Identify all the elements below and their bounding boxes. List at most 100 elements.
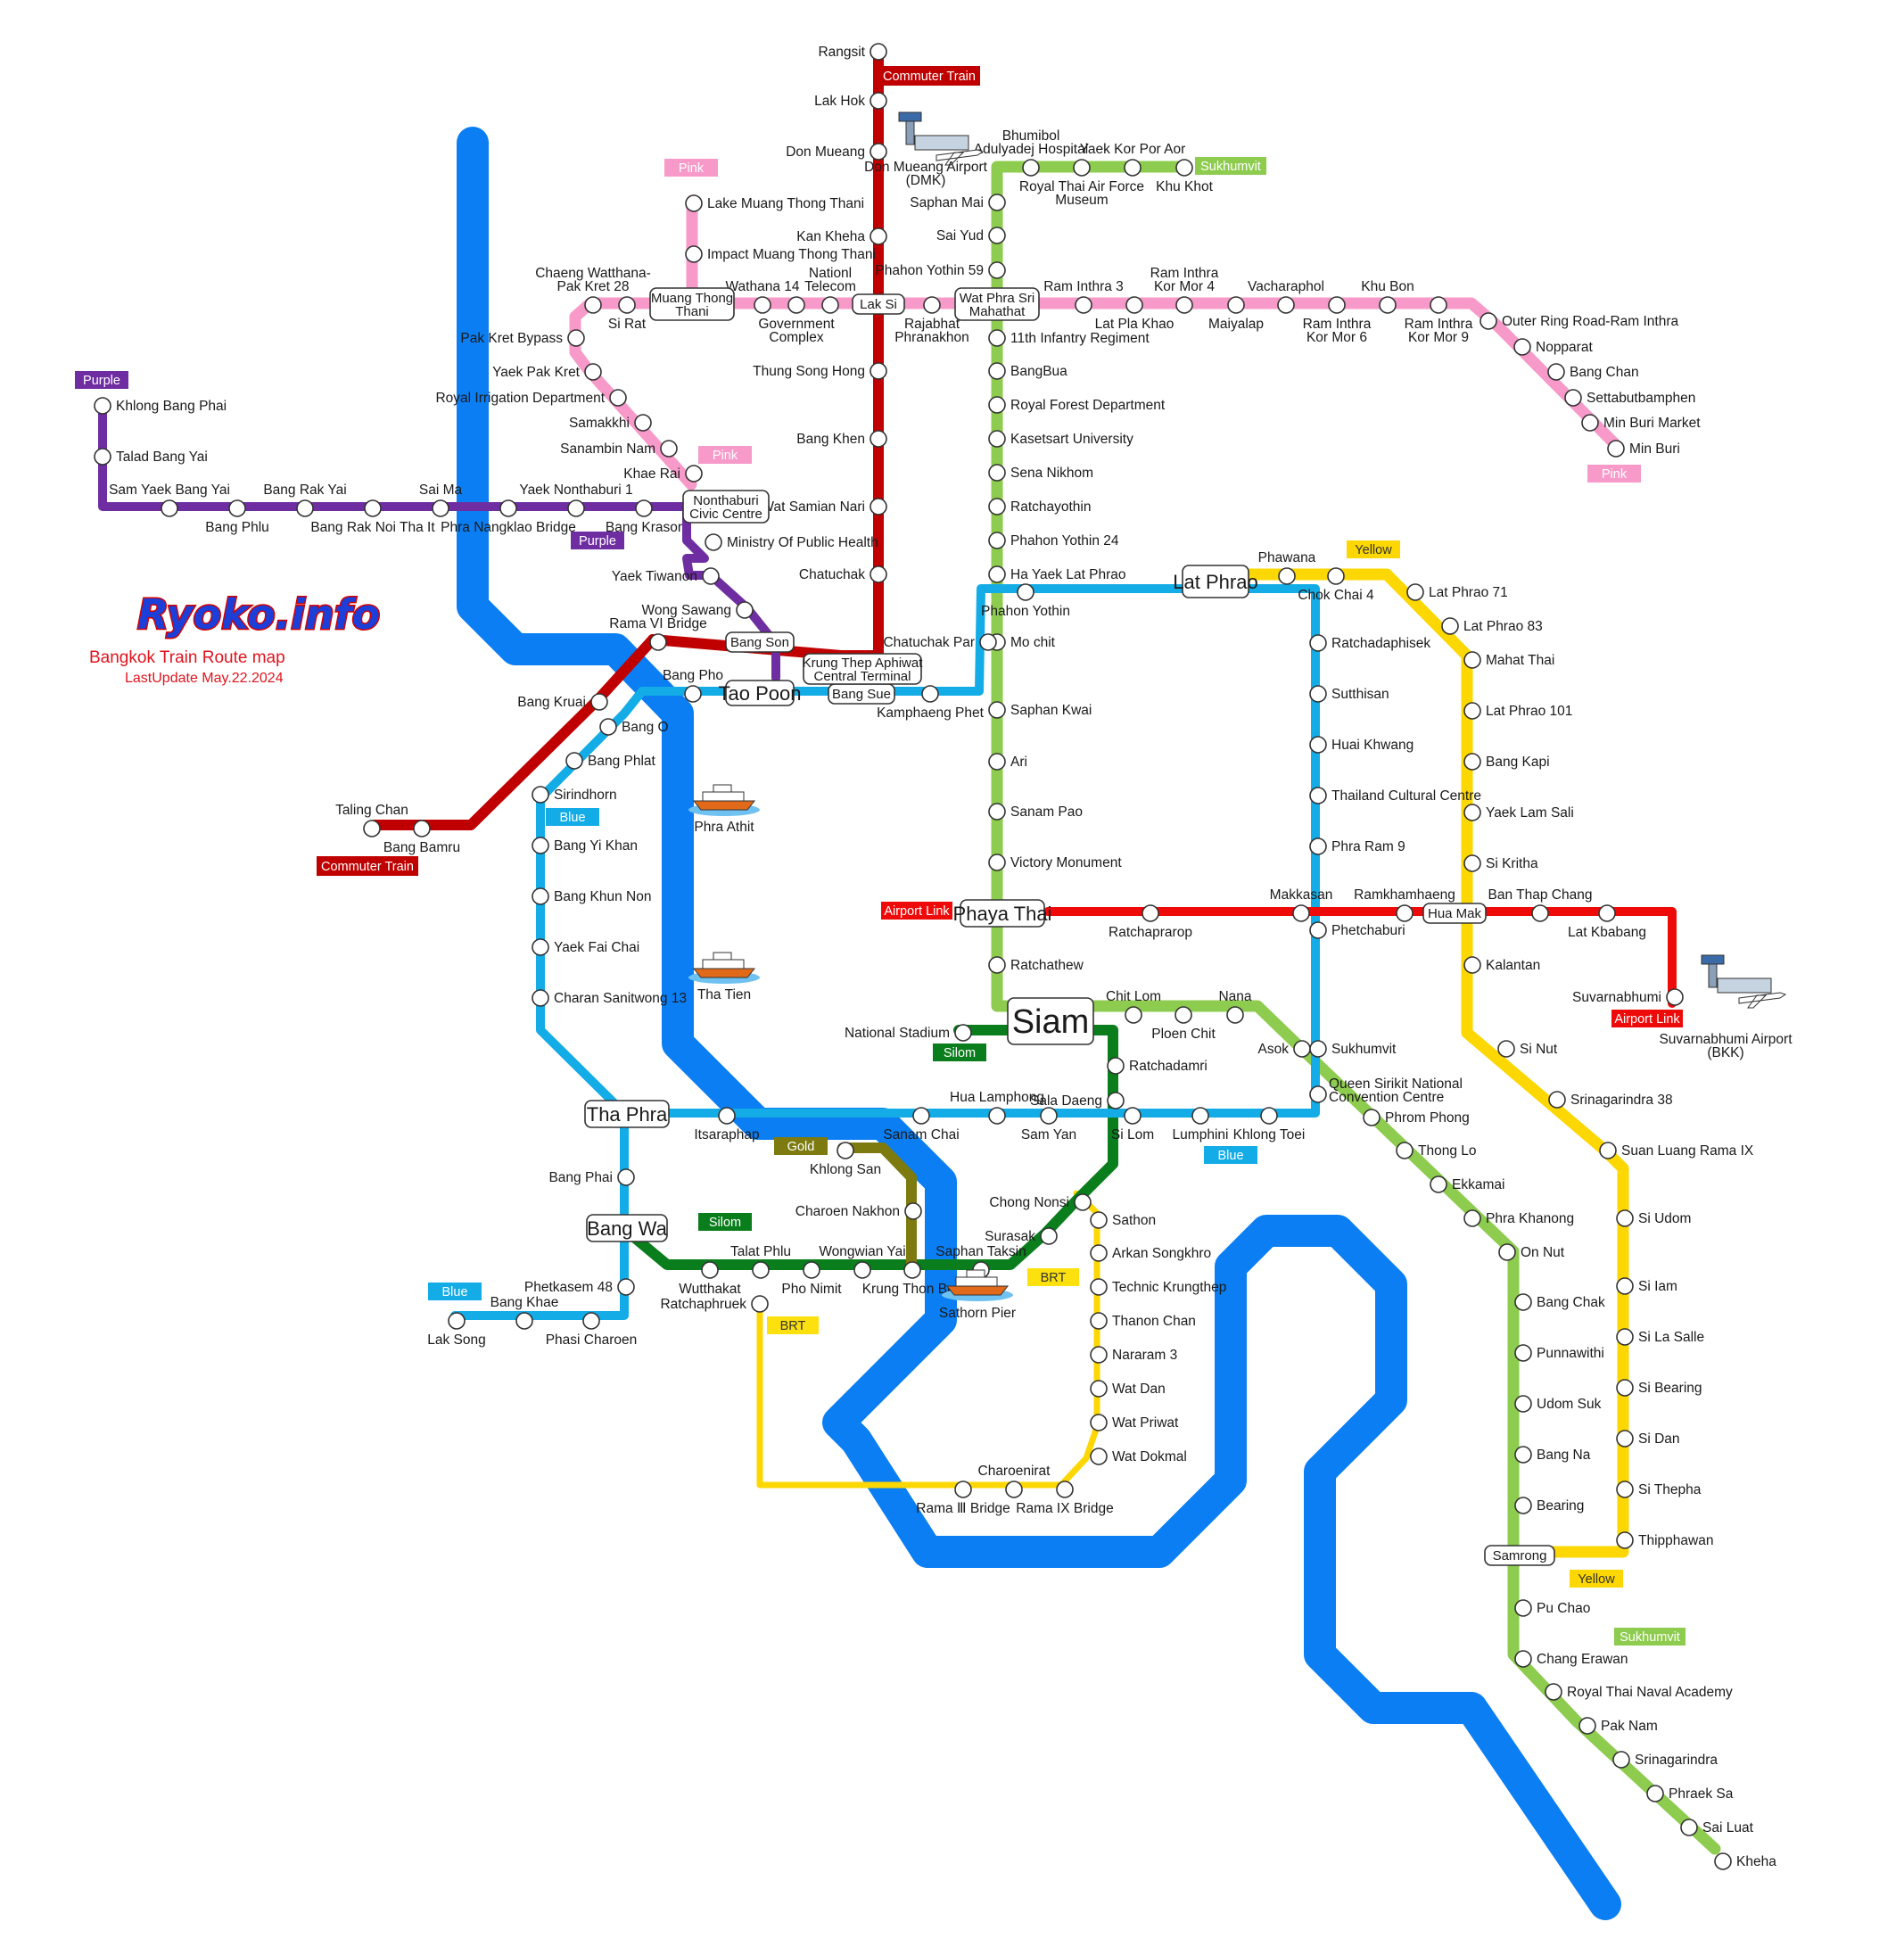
interchange-samrong[interactable]: Samrong bbox=[1484, 1545, 1555, 1566]
interchange-box-siam[interactable] bbox=[1007, 997, 1094, 1045]
station-chatuchak-par[interactable]: Chatuchak Par bbox=[883, 633, 997, 651]
station-outer-ring-road-ram-inthra[interactable]: Outer Ring Road-Ram Inthra bbox=[1480, 312, 1679, 330]
station-yaek-fai-chai[interactable]: Yaek Fai Chai bbox=[532, 938, 639, 956]
station-bang-khun-non[interactable]: Bang Khun Non bbox=[532, 887, 651, 905]
station-thailand-cultural-centre[interactable]: Thailand Cultural Centre bbox=[1309, 787, 1481, 804]
interchange-box-tao-poon[interactable] bbox=[725, 680, 795, 706]
station-dot-wat-dokmal[interactable] bbox=[1090, 1448, 1108, 1465]
station-dot-phetchaburi[interactable] bbox=[1309, 921, 1327, 939]
station-dot-thailand-cultural-centre[interactable] bbox=[1309, 787, 1327, 804]
station-bangbua[interactable]: BangBua bbox=[988, 362, 1067, 380]
station-dot-ha-yaek-lat-phrao[interactable] bbox=[988, 565, 1006, 583]
station-dot-settabutbamphen[interactable] bbox=[1564, 389, 1582, 407]
station-dot-lat-phrao-101[interactable] bbox=[1463, 702, 1481, 720]
station-dot-rama-bridge[interactable] bbox=[954, 1481, 972, 1498]
station-si-bearing[interactable]: Si Bearing bbox=[1616, 1379, 1702, 1397]
station-dot-lak-hok[interactable] bbox=[870, 92, 887, 110]
station-dot-yaek-pak-kret[interactable] bbox=[584, 363, 602, 381]
station-dot-thipphawan[interactable] bbox=[1616, 1531, 1634, 1549]
interchange-box-muang-thong-thani[interactable] bbox=[649, 287, 735, 321]
station-dot-phahon-yothin[interactable] bbox=[1017, 583, 1034, 601]
station-phra-ram-9[interactable]: Phra Ram 9 bbox=[1309, 837, 1405, 855]
station-chit-lom[interactable]: Chit Lom bbox=[1106, 989, 1161, 1024]
station-ram-inthra-3[interactable]: Ram Inthra 3 bbox=[1043, 279, 1124, 314]
station-dot-victory-monument[interactable] bbox=[988, 854, 1006, 871]
station-dot-sanam-pao[interactable] bbox=[988, 803, 1006, 821]
station-surasak[interactable]: Surasak bbox=[985, 1227, 1058, 1245]
station-pu-chao[interactable]: Pu Chao bbox=[1514, 1599, 1590, 1617]
station-samakkhi[interactable]: Samakkhi bbox=[569, 414, 652, 432]
station-dot-wong-sawang[interactable] bbox=[736, 601, 754, 619]
station-dot-bang-kapi[interactable] bbox=[1463, 753, 1481, 771]
station-dot-impact-muang-thong-thani[interactable] bbox=[685, 245, 703, 263]
station-yaek-kor-por-aor[interactable]: Yaek Kor Por Aor bbox=[1080, 142, 1186, 177]
station-dot-ram-inthra-kor-mor-6[interactable] bbox=[1328, 296, 1346, 314]
station-bang-chak[interactable]: Bang Chak bbox=[1514, 1293, 1605, 1311]
station-dot-thanon-chan[interactable] bbox=[1090, 1312, 1108, 1330]
station-saphan-kwai[interactable]: Saphan Kwai bbox=[988, 701, 1092, 719]
station-asok[interactable]: Asok bbox=[1258, 1040, 1311, 1058]
station-phahon-yothin[interactable]: Phahon Yothin bbox=[981, 583, 1070, 619]
station-dot-bang-kruai[interactable] bbox=[590, 693, 608, 711]
station-dot-si-nut[interactable] bbox=[1497, 1040, 1515, 1058]
station-dot-bang-pho[interactable] bbox=[684, 685, 702, 703]
station-bang-khae[interactable]: Bang Khae bbox=[490, 1295, 559, 1330]
station-dot-saphan-mai[interactable] bbox=[988, 194, 1006, 211]
station-dot-bang-rak-yai[interactable] bbox=[296, 499, 314, 517]
station-wathana-14[interactable]: Wathana 14 bbox=[725, 279, 800, 314]
interchange-bang-sue[interactable]: Bang Sue bbox=[828, 683, 895, 705]
station-chatuchak[interactable]: Chatuchak bbox=[799, 565, 887, 583]
station-ministry-of-public-health[interactable]: Ministry Of Public Health bbox=[705, 533, 878, 551]
station-dot-chong-nonsi[interactable] bbox=[1074, 1193, 1092, 1211]
station-dot-sam-yaek-bang-yai[interactable] bbox=[161, 499, 178, 517]
station-ari[interactable]: Ari bbox=[988, 753, 1027, 771]
station-dot-arkan-songkhro[interactable] bbox=[1090, 1244, 1108, 1262]
station-royal-forest-department[interactable]: Royal Forest Department bbox=[988, 396, 1166, 414]
station-rama-ix-bridge[interactable]: Rama IX Bridge bbox=[1016, 1481, 1114, 1516]
station-dot-chatuchak[interactable] bbox=[870, 565, 887, 583]
station-dot-yaek-fai-chai[interactable] bbox=[532, 938, 549, 956]
station-dot-si-la-salle[interactable] bbox=[1616, 1328, 1634, 1346]
station-thanon-chan[interactable]: Thanon Chan bbox=[1090, 1312, 1196, 1330]
interchange-box-lak-si[interactable] bbox=[852, 293, 905, 315]
station-kasetsart-university[interactable]: Kasetsart University bbox=[988, 430, 1133, 448]
station-ban-thap-chang[interactable]: Ban Thap Chang bbox=[1488, 887, 1593, 922]
station-min-buri-market[interactable]: Min Buri Market bbox=[1581, 414, 1701, 432]
station-victory-monument[interactable]: Victory Monument bbox=[988, 854, 1122, 871]
station-dot-samakkhi[interactable] bbox=[634, 414, 652, 432]
station-sala-daeng[interactable]: Sala Daeng bbox=[1030, 1092, 1125, 1109]
station-dot-bang-phlat[interactable] bbox=[565, 752, 583, 770]
station-khlong-toei[interactable]: Khlong Toei bbox=[1233, 1107, 1306, 1142]
station-dot-sai-yud[interactable] bbox=[988, 227, 1006, 244]
station-dot-charan-sanitwong-13[interactable] bbox=[532, 989, 549, 1007]
station-si-la-salle[interactable]: Si La Salle bbox=[1616, 1328, 1704, 1346]
station-talat-phlu[interactable]: Talat Phlu bbox=[730, 1244, 791, 1279]
station-dot-saphan-kwai[interactable] bbox=[988, 701, 1006, 719]
station-dot-sam-yan[interactable] bbox=[1040, 1107, 1058, 1125]
station-phraek-sa[interactable]: Phraek Sa bbox=[1646, 1785, 1734, 1802]
station-dot-bhumibol-adulyadej-hospital[interactable] bbox=[1022, 159, 1040, 177]
station-phawana[interactable]: Phawana bbox=[1258, 550, 1316, 585]
station-ekkamai[interactable]: Ekkamai bbox=[1430, 1175, 1504, 1193]
station-dot-khlong-toei[interactable] bbox=[1260, 1107, 1278, 1125]
station-on-nut[interactable]: On Nut bbox=[1498, 1243, 1565, 1261]
station-yaek-nonthaburi-1[interactable]: Yaek Nonthaburi 1 bbox=[519, 483, 633, 517]
interchange-box-bang-wa[interactable] bbox=[586, 1214, 668, 1242]
station-dot-si-rat[interactable] bbox=[618, 296, 636, 314]
station-dot-si-thepha[interactable] bbox=[1616, 1481, 1634, 1498]
interchange-box-wat-phra-sri-mahathat[interactable] bbox=[954, 287, 1040, 321]
station-dot-ploen-chit[interactable] bbox=[1175, 1006, 1192, 1024]
station-dot-royal-thai-naval-academy[interactable] bbox=[1545, 1683, 1562, 1701]
station-dot-lake-muang-thong-thani[interactable] bbox=[685, 194, 703, 212]
station-dot-kalantan[interactable] bbox=[1463, 956, 1481, 974]
station-dot-asok[interactable] bbox=[1293, 1040, 1311, 1058]
station-bang-pho[interactable]: Bang Pho bbox=[663, 668, 723, 703]
station-dot-royal-thai-air-force-museum[interactable] bbox=[1073, 159, 1091, 177]
station-dot-surasak[interactable] bbox=[1040, 1227, 1058, 1245]
station-dot-kasetsart-university[interactable] bbox=[988, 430, 1006, 448]
